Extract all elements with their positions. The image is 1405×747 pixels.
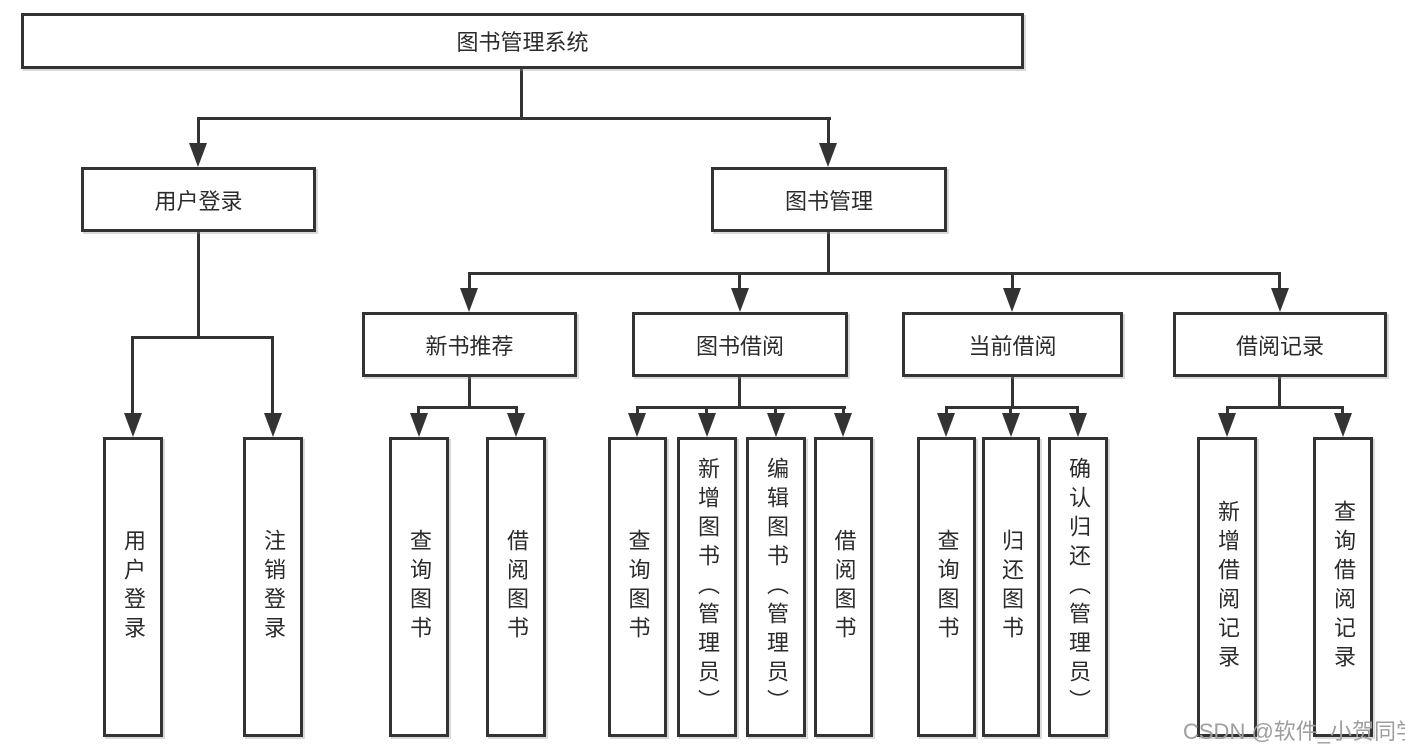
node-borrow-books-borrowing: 借阅图书 — [814, 437, 873, 737]
connector-line — [1226, 406, 1229, 416]
node-label: 图书管理 — [784, 188, 873, 214]
node-book-borrowing: 图书借阅 — [632, 312, 848, 377]
connector-line — [1009, 406, 1012, 416]
connector-line — [197, 232, 200, 339]
arrow-down-icon — [410, 413, 428, 437]
node-label: 新增图书（管理员） — [695, 456, 720, 718]
connector-line — [515, 406, 518, 416]
node-label: 图书借阅 — [695, 333, 784, 359]
node-label: 借阅记录 — [1235, 333, 1324, 359]
arrow-down-icon — [767, 413, 785, 437]
node-return-books: 归还图书 — [982, 437, 1040, 737]
connector-line — [417, 406, 518, 409]
node-logout: 注销登录 — [243, 437, 303, 737]
connector-line — [1278, 272, 1281, 290]
arrow-down-icon — [1271, 288, 1289, 312]
arrow-down-icon — [834, 413, 852, 437]
node-label: 用户登录 — [154, 188, 243, 214]
node-label: 归还图书 — [999, 529, 1024, 645]
connector-line — [1278, 377, 1281, 409]
connector-line — [705, 406, 708, 416]
node-label: 借阅图书 — [831, 529, 857, 645]
node-user-login-action: 用户登录 — [103, 437, 163, 737]
node-label: 新增借阅记录 — [1215, 500, 1240, 674]
node-label: 查询图书 — [407, 529, 432, 645]
connector-line — [1341, 406, 1344, 416]
connector-line — [131, 336, 273, 339]
arrow-down-icon — [1002, 413, 1020, 437]
node-label: 确认归还（管理员） — [1066, 456, 1091, 718]
node-edit-books-admin: 编辑图书（管理员） — [746, 437, 806, 737]
node-label: 新书推荐 — [425, 333, 514, 359]
arrow-down-icon — [264, 413, 282, 437]
arrow-down-icon — [1218, 413, 1236, 437]
arrow-down-icon — [460, 288, 478, 312]
csdn-watermark: CSDN @软件_小贺同学 — [1183, 719, 1405, 744]
node-search-books-recommend: 查询图书 — [389, 437, 449, 737]
node-label: 借阅图书 — [504, 529, 529, 645]
arrow-down-icon — [124, 413, 142, 437]
node-label: 当前借阅 — [968, 333, 1057, 359]
connector-line — [636, 406, 639, 416]
connector-line — [468, 272, 1281, 275]
node-label: 查询图书 — [625, 529, 651, 645]
connector-line — [738, 272, 741, 290]
arrow-down-icon — [819, 143, 837, 167]
arrow-down-icon — [1334, 413, 1352, 437]
arrow-down-icon — [507, 413, 525, 437]
connector-line — [271, 336, 274, 414]
node-label: 用户登录 — [121, 529, 146, 645]
connector-line — [636, 406, 846, 409]
node-add-borrow-record: 新增借阅记录 — [1197, 437, 1257, 737]
arrow-down-icon — [189, 143, 207, 167]
connector-line — [738, 377, 741, 409]
connector-line — [842, 406, 845, 416]
connector-line — [520, 69, 523, 120]
connector-line — [827, 232, 830, 275]
node-user-login: 用户登录 — [81, 167, 316, 232]
node-library-management-system: 图书管理系统 — [21, 13, 1024, 69]
node-borrowing-records: 借阅记录 — [1173, 312, 1387, 377]
node-confirm-return-admin: 确认归还（管理员） — [1048, 437, 1108, 737]
node-current-borrowing: 当前借阅 — [902, 312, 1123, 377]
connector-line — [197, 117, 200, 145]
node-search-borrow-record: 查询借阅记录 — [1313, 437, 1373, 737]
connector-line — [417, 406, 420, 416]
connector-line — [131, 336, 134, 414]
connector-line — [468, 272, 471, 290]
node-borrow-books-recommend: 借阅图书 — [486, 437, 546, 737]
connector-line — [945, 406, 948, 416]
arrow-down-icon — [937, 413, 955, 437]
arrow-down-icon — [1003, 288, 1021, 312]
arrow-down-icon — [628, 413, 646, 437]
node-book-management: 图书管理 — [711, 167, 947, 232]
node-label: 查询图书 — [934, 529, 960, 645]
arrow-down-icon — [731, 288, 749, 312]
node-new-book-recommendation: 新书推荐 — [362, 312, 577, 377]
connector-line — [1076, 406, 1079, 416]
connector-line — [468, 377, 471, 409]
node-search-books-current: 查询图书 — [917, 437, 976, 737]
connector-line — [827, 117, 830, 145]
arrow-down-icon — [698, 413, 716, 437]
node-label: 查询借阅记录 — [1331, 500, 1356, 674]
node-search-books-borrowing: 查询图书 — [608, 437, 667, 737]
connector-line — [945, 406, 1079, 409]
node-add-books-admin: 新增图书（管理员） — [677, 437, 737, 737]
node-label: 图书管理系统 — [456, 30, 589, 55]
connector-line — [1226, 406, 1344, 409]
connector-line — [197, 117, 831, 120]
node-label: 编辑图书（管理员） — [764, 456, 789, 718]
arrow-down-icon — [1069, 413, 1087, 437]
connector-line — [1011, 272, 1014, 290]
node-label: 注销登录 — [261, 529, 286, 645]
connector-line — [774, 406, 777, 416]
connector-line — [1011, 377, 1014, 409]
